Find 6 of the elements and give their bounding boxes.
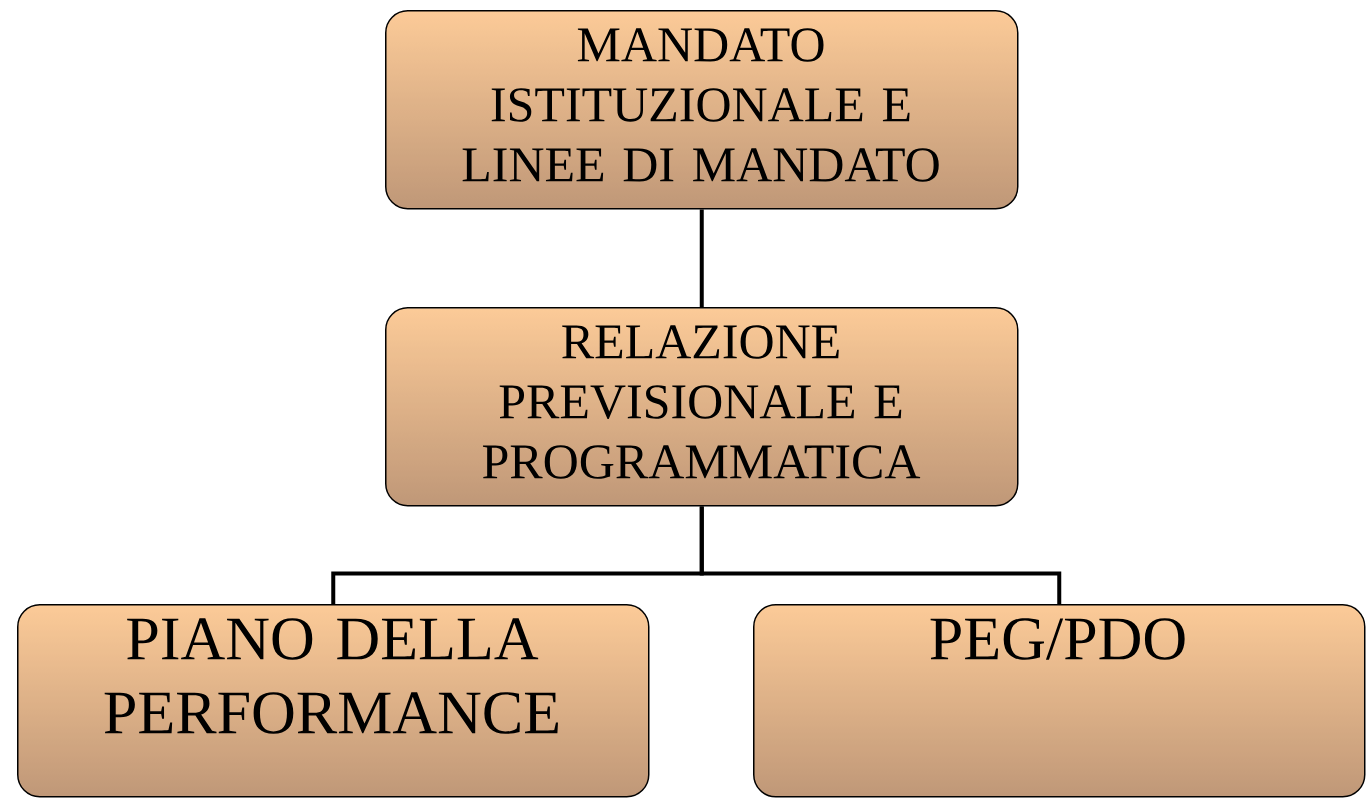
process-box: MANDATO ISTITUZIONALE E LINEE DI MANDATO: [385, 10, 1019, 210]
process-box: RELAZIONE PREVISIONALE E PROGRAMMATICA: [385, 307, 1019, 507]
process-box: PEG/PDO: [753, 604, 1366, 798]
process-box: PIANO DELLA PERFORMANCE: [17, 604, 650, 798]
connector-line: [699, 506, 1062, 604]
connector-line: [699, 209, 704, 307]
